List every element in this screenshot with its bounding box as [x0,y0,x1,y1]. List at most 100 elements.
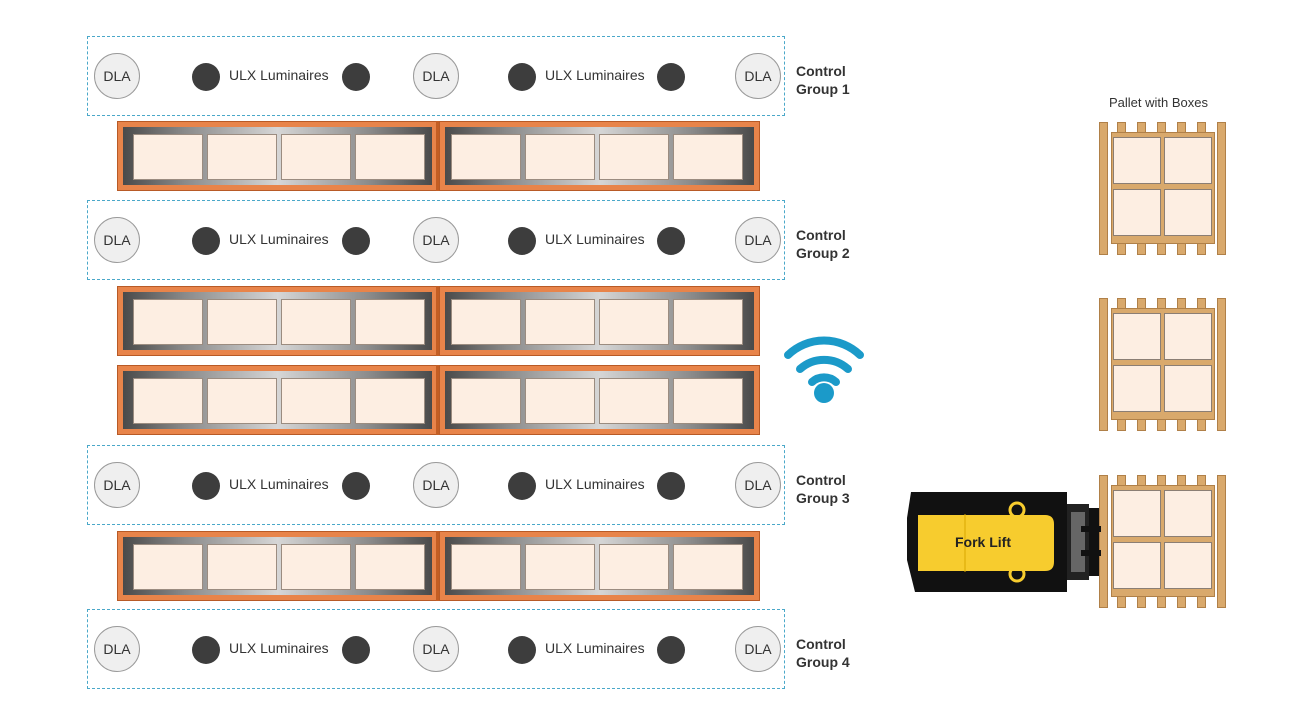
luminaire-label: ULX Luminaires [229,640,329,656]
luminaire-label: ULX Luminaires [545,231,645,247]
luminaire-dot [192,472,220,500]
label-line-2: Group 2 [796,245,850,261]
pallet-with-boxes-2 [1099,298,1227,431]
luminaire-dot [657,472,685,500]
luminaire-label: ULX Luminaires [229,231,329,247]
rack-box [281,378,351,424]
dla-label: DLA [422,477,450,493]
rack-bay [117,286,438,356]
luminaire-label: ULX Luminaires [545,476,645,492]
dla-node: DLA [413,462,459,508]
rack-box [355,378,425,424]
dla-node: DLA [735,626,781,672]
rack-box [281,544,351,590]
forklift-icon [907,492,1101,592]
dla-node: DLA [413,626,459,672]
rack-box [599,544,669,590]
dla-node: DLA [94,626,140,672]
rack-bay [117,531,438,601]
luminaire-dot [508,472,536,500]
pallet-box [1113,137,1161,184]
rack-box [355,544,425,590]
pallet-with-boxes-3 [1099,475,1227,608]
pallet-box [1113,365,1161,412]
storage-rack-2 [117,286,760,356]
rack-box [673,544,743,590]
luminaire-dot [508,227,536,255]
rack-bay [439,121,760,191]
pallet-box [1164,365,1212,412]
rack-box [451,544,521,590]
rack-bay [117,365,438,435]
rack-box [207,378,277,424]
rack-bay [439,531,760,601]
luminaire-dot [342,636,370,664]
label-line-1: Control [796,63,846,79]
pallet-box [1113,542,1161,589]
luminaire-label: ULX Luminaires [545,640,645,656]
label-line-2: Group 3 [796,490,850,506]
pallet-box [1164,189,1212,236]
dla-node: DLA [94,217,140,263]
rack-box [207,544,277,590]
rack-box [673,378,743,424]
rack-box [525,134,595,180]
control-group-1: DLA ULX Luminaires DLA ULX Luminaires DL… [87,36,785,116]
luminaire-label: ULX Luminaires [229,67,329,83]
rack-bay [439,365,760,435]
luminaire-dot [657,636,685,664]
rack-box [355,134,425,180]
dla-label: DLA [103,68,131,84]
dla-node: DLA [735,217,781,263]
luminaire-dot [342,472,370,500]
rack-box [451,299,521,345]
rack-box [133,299,203,345]
label-line-2: Group 4 [796,654,850,670]
dla-node: DLA [413,53,459,99]
control-group-1-label: Control Group 1 [796,62,850,98]
luminaire-dot [657,63,685,91]
storage-rack-4 [117,531,760,601]
rack-box [133,134,203,180]
luminaire-label: ULX Luminaires [229,476,329,492]
rack-box [355,299,425,345]
rack-box [673,134,743,180]
pallet-title: Pallet with Boxes [1109,95,1208,110]
dla-label: DLA [103,232,131,248]
luminaire-dot [508,63,536,91]
label-line-1: Control [796,227,846,243]
control-group-2-label: Control Group 2 [796,226,850,262]
pallet-box [1113,313,1161,360]
rack-box [133,544,203,590]
rack-box [451,378,521,424]
pallet-box [1164,137,1212,184]
rack-box [207,134,277,180]
rack-box [281,134,351,180]
storage-rack-1 [117,121,760,191]
rack-bay [117,121,438,191]
luminaire-dot [342,63,370,91]
rack-box [207,299,277,345]
rack-box [599,299,669,345]
rack-box [525,299,595,345]
dla-node: DLA [413,217,459,263]
storage-rack-3 [117,365,760,435]
luminaire-dot [192,227,220,255]
luminaire-dot [657,227,685,255]
label-line-2: Group 1 [796,81,850,97]
forklift-label: Fork Lift [955,534,1011,550]
rack-bay [439,286,760,356]
dla-node: DLA [94,462,140,508]
pallet-with-boxes-1 [1099,122,1227,255]
control-group-2: DLA ULX Luminaires DLA ULX Luminaires DL… [87,200,785,280]
rack-box [599,134,669,180]
dla-label: DLA [744,477,772,493]
dla-label: DLA [422,68,450,84]
control-group-4: DLA ULX Luminaires DLA ULX Luminaires DL… [87,609,785,689]
luminaire-dot [342,227,370,255]
dla-label: DLA [744,68,772,84]
label-line-1: Control [796,636,846,652]
luminaire-dot [192,636,220,664]
pallet-box [1113,189,1161,236]
pallet-box [1164,313,1212,360]
